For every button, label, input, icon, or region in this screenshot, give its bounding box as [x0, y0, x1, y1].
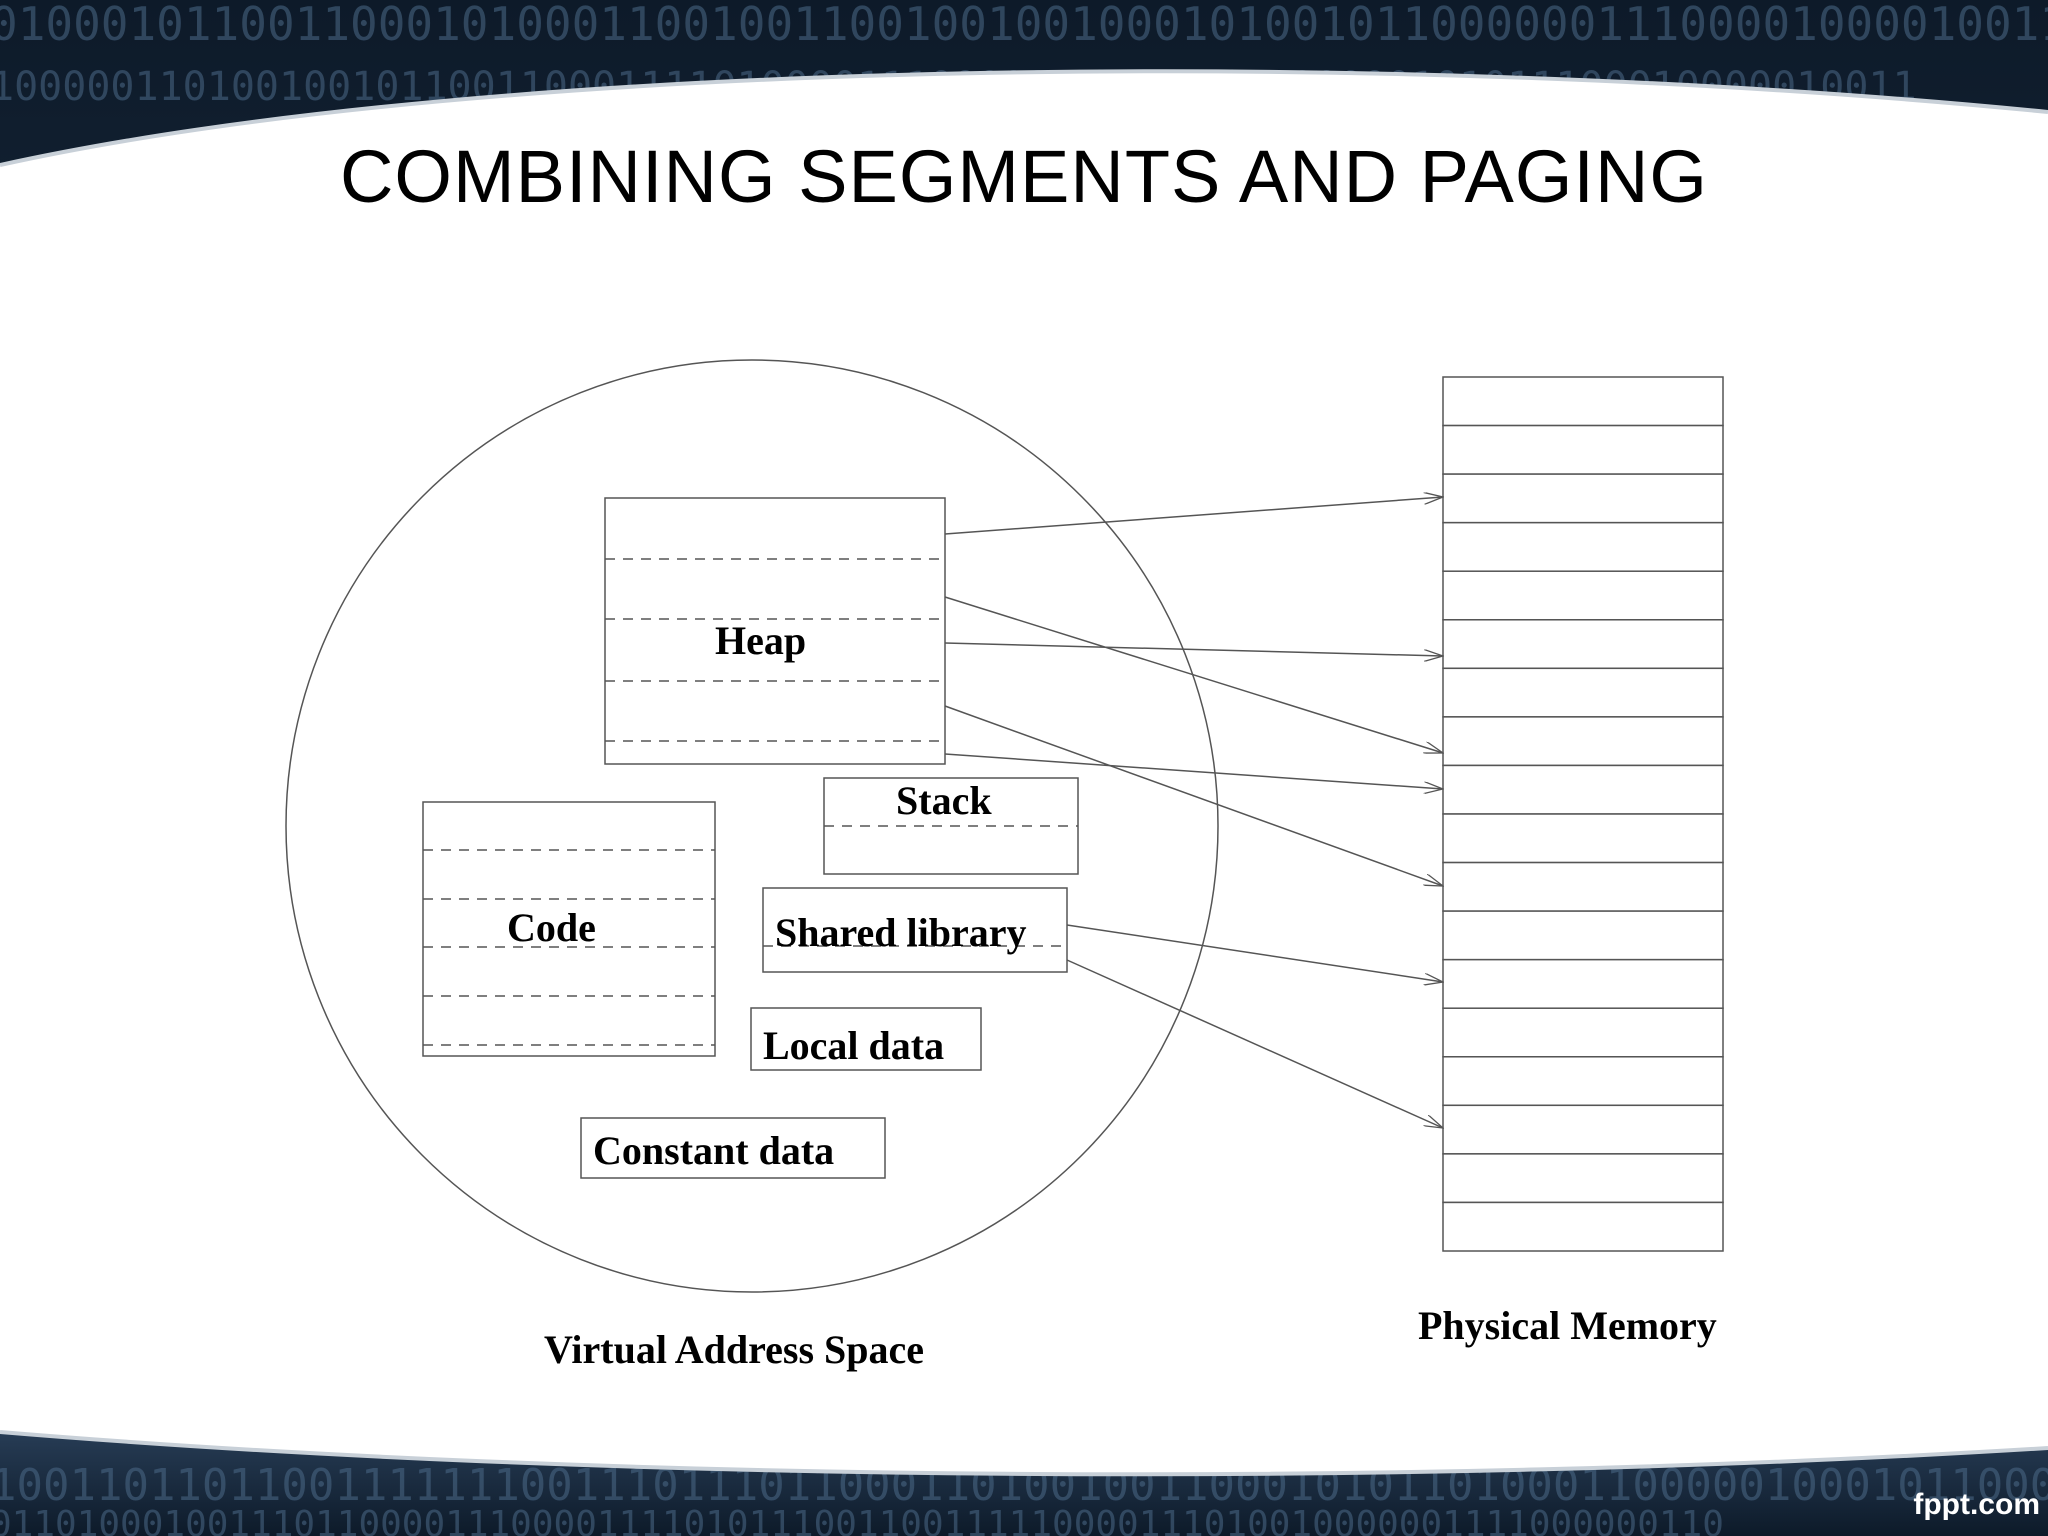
mapping-arrow [944, 596, 1443, 754]
mapping-arrow [944, 497, 1443, 535]
physical-memory-frame [1442, 1104, 1724, 1155]
footer-brand: fppt.com [1913, 1488, 2040, 1521]
physical-memory-frame [1442, 1007, 1724, 1058]
physical-memory-frame [1442, 910, 1724, 961]
physical-memory-frame [1442, 667, 1724, 718]
shared-library-box [762, 887, 1068, 973]
physical-memory-frame [1442, 619, 1724, 670]
panel-top-edge [0, 69, 2048, 167]
physical-memory-label: Physical Memory [1418, 1303, 1717, 1348]
virtual-address-space-circle [285, 359, 1219, 1293]
virtual-address-space-label: Virtual Address Space [544, 1327, 925, 1372]
physical-memory-frame [1442, 861, 1724, 912]
code-segment-box [422, 801, 716, 1057]
paging-diagram [285, 359, 1724, 1293]
local-data-box [750, 1007, 982, 1071]
physical-memory-frame [1442, 570, 1724, 621]
heap-label: Heap [715, 618, 807, 663]
physical-memory-frame [1442, 1201, 1724, 1252]
constant-data-box [580, 1117, 886, 1179]
mapping-arrow [1066, 959, 1443, 1128]
mapping-arrow [944, 642, 1443, 656]
physical-memory-frame [1442, 958, 1724, 1009]
binary-digits: 0100010110011000101000110010011001001001… [0, 0, 2048, 51]
physical-memory-frame [1442, 764, 1724, 815]
physical-memory-frame [1442, 813, 1724, 864]
binary-digits: 0110100010011101100001110000111101011100… [0, 1504, 1724, 1536]
physical-memory-frame [1442, 1153, 1724, 1204]
slide-panel [0, 71, 2048, 1475]
mapping-arrow [1066, 924, 1443, 982]
heap-segment-box [604, 497, 946, 765]
mapping-arrow [944, 753, 1443, 789]
panel-bottom-edge [0, 1430, 2048, 1477]
stack-label: Stack [896, 778, 992, 823]
physical-memory-frame [1442, 521, 1724, 572]
physical-memory-frame [1442, 376, 1724, 427]
local-data-label: Local data [763, 1023, 945, 1068]
slide-title: COMBINING SEGMENTS AND PAGING [339, 135, 1708, 218]
code-label: Code [507, 905, 596, 950]
code-page-dividers [423, 849, 715, 1046]
mapping-arrow [944, 705, 1443, 886]
physical-memory-frame [1442, 424, 1724, 475]
constant-data-label: Constant data [593, 1128, 835, 1173]
physical-memory-frame [1442, 716, 1724, 767]
shared-library-label: Shared library [775, 910, 1027, 955]
heap-page-dividers [605, 558, 945, 742]
physical-memory-frame [1442, 1056, 1724, 1107]
physical-memory-column [1442, 376, 1724, 1252]
page-mapping-arrows [944, 497, 1443, 1128]
physical-memory-frame [1442, 473, 1724, 524]
